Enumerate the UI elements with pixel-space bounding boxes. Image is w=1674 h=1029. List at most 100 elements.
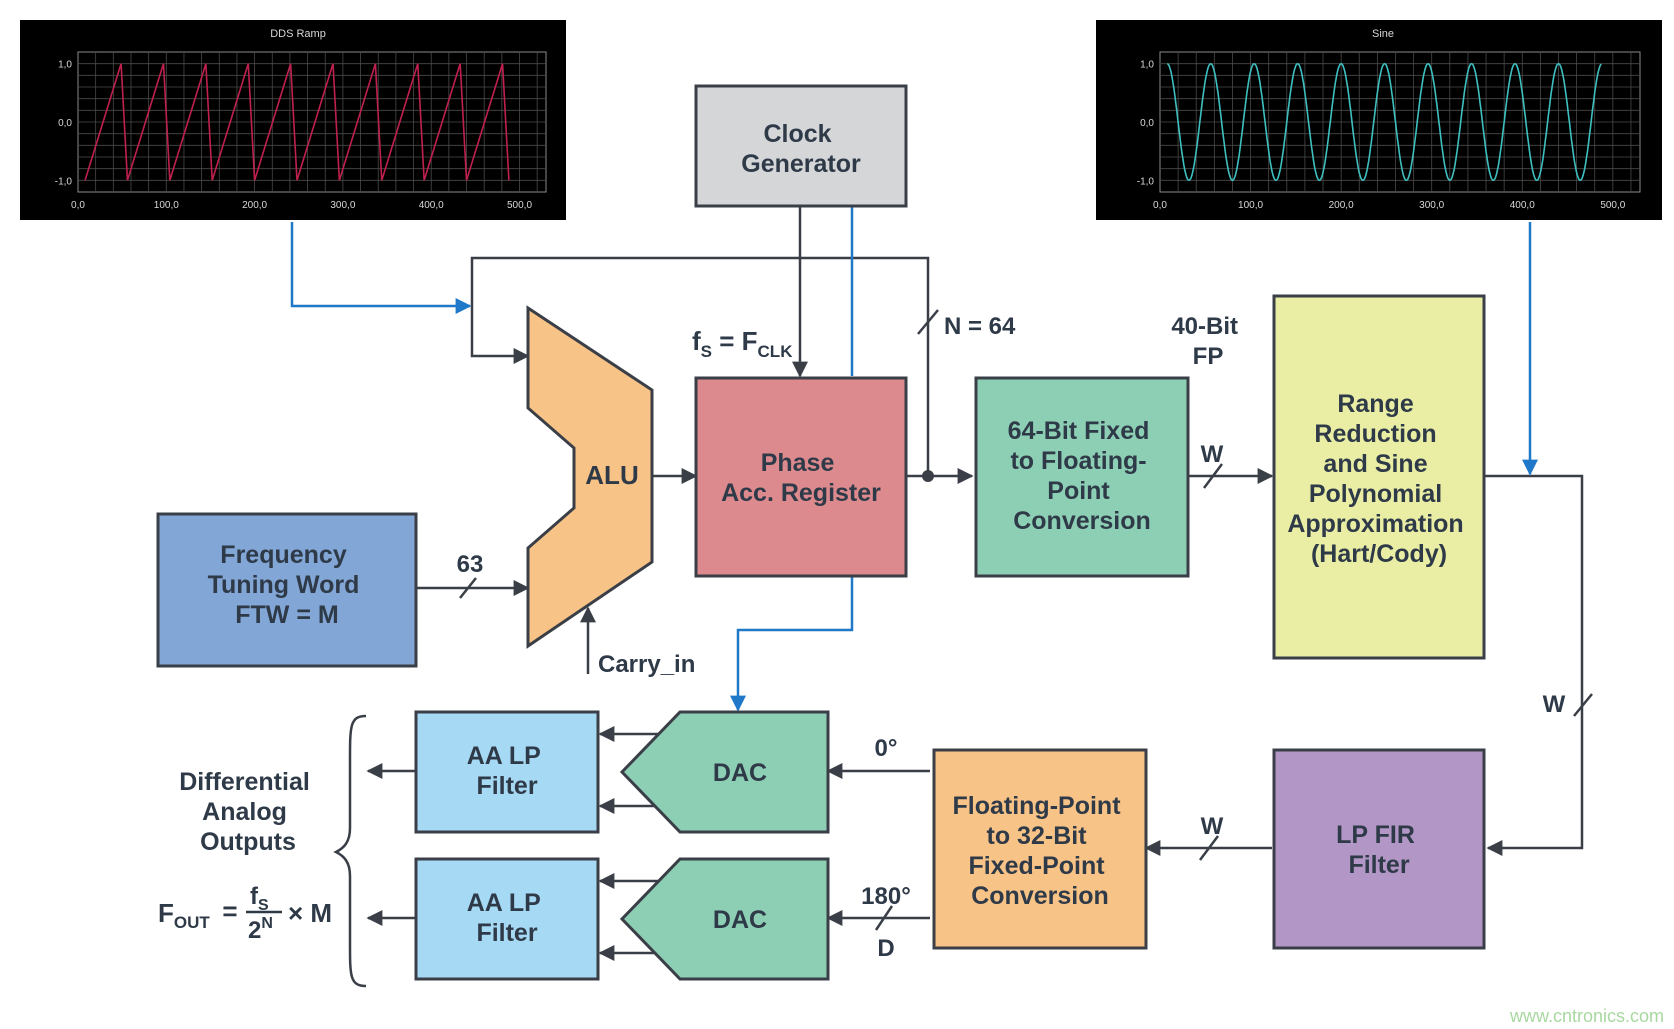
svg-text:fS: fS (250, 883, 269, 914)
aa-bottom-line-1: AA LP (467, 889, 541, 917)
slash-d (874, 905, 894, 931)
svg-text:Floating-Point to 32-Bit: Floating-Point to 32-Bit Fixed-Point Con… (953, 792, 1128, 910)
fs-f: f (692, 326, 701, 356)
fout-f: F (158, 898, 174, 928)
float-to-fixed-block: Floating-Point to 32-Bit Fixed-Point Con… (932, 748, 1148, 950)
slash-n64 (917, 309, 939, 335)
bus-slashes (459, 309, 1593, 931)
ramp-y-tick-label: 1,0 (58, 60, 72, 71)
alu-label: ALU (585, 460, 638, 490)
fixed-to-float-block: 64-Bit Fixed to Floating- Point Conversi… (974, 376, 1190, 578)
svg-text:40-Bit FP: 40-Bit FP (1171, 313, 1244, 370)
svg-text:Range Reduction an: Range Reduction and Sine Polynomial Appr… (1287, 390, 1470, 568)
flt-line-2: to 32-Bit (987, 822, 1088, 850)
phase-line-1: Phase (761, 449, 835, 477)
outputs-line-1: Differential (179, 768, 310, 796)
f2f-line-4: Conversion (1013, 507, 1151, 535)
fout-den: 2 (248, 917, 261, 944)
sine-y-tick-label: -1,0 (1137, 176, 1155, 187)
label-fp40-line-1: 40-Bit (1171, 313, 1238, 340)
flt-line-1: Floating-Point (953, 792, 1122, 820)
outputs-line-2: Analog (202, 798, 287, 826)
range-line-1: Range (1337, 390, 1414, 418)
label-fs-clk: fS = FCLK (692, 326, 793, 361)
aa-top-line-1: AA LP (467, 742, 541, 770)
svg-text:64-Bit Fixed to Floating: 64-Bit Fixed to Floating- Point Conversi… (1008, 417, 1157, 535)
aa-filter-top-block: AA LP Filter (414, 710, 600, 834)
label-0-deg: 0° (875, 735, 898, 762)
aa-filter-bottom-block: AA LP Filter (414, 857, 600, 981)
ftw-line-3: FTW = M (235, 601, 338, 629)
clock-line-2: Generator (741, 150, 861, 178)
ramp-x-tick-label: 100,0 (154, 200, 179, 211)
ramp-x-tick-label: 400,0 (419, 200, 444, 211)
sine-waveform (1166, 62, 1602, 182)
sine-chart-y-ticks: 1,00,0-1,0 (1137, 60, 1155, 188)
sine-x-tick-label: 400,0 (1510, 200, 1535, 211)
ftw-line-1: Frequency (220, 541, 347, 569)
sine-x-tick-label: 100,0 (1238, 200, 1263, 211)
ramp-x-tick-label: 300,0 (330, 200, 355, 211)
slash-w2 (1573, 693, 1593, 717)
aa-bottom-line-2: Filter (476, 919, 537, 947)
outputs-line-3: Outputs (200, 828, 296, 856)
svg-text:LP FIR Filter: LP FIR Filter (1336, 821, 1422, 879)
clock-line-1: Clock (763, 120, 831, 148)
sine-x-tick-label: 500,0 (1600, 200, 1625, 211)
svg-text:AA LP Filter: AA LP Filter (467, 889, 548, 947)
fir-filter-block: LP FIR Filter (1272, 748, 1486, 950)
alu-block: ALU (526, 305, 654, 649)
fout-den-sup: N (261, 915, 273, 932)
svg-text:2N: 2N (248, 915, 273, 944)
range-line-5: Approximation (1287, 510, 1463, 538)
sine-chart-title: Sine (1372, 28, 1394, 40)
svg-text:Clock Generator: Clock Generator (741, 120, 861, 178)
phase-accumulator-block: Phase Acc. Register (694, 376, 908, 578)
dac-bottom-block: DAC (619, 857, 830, 981)
range-line-2: Reduction (1314, 420, 1436, 448)
range-line-3: and Sine (1323, 450, 1427, 478)
fout-times: × M (288, 898, 332, 928)
dac-top-label: DAC (713, 759, 767, 787)
svg-text:FOUT: FOUT (158, 898, 210, 932)
ramp-waveform (84, 63, 510, 181)
slash-63 (459, 577, 477, 599)
dac-bottom-label: DAC (713, 906, 767, 934)
sine-x-tick-label: 200,0 (1329, 200, 1354, 211)
output-brace (333, 714, 367, 988)
label-180-deg: 180° (861, 883, 911, 910)
aa-top-line-2: Filter (476, 772, 537, 800)
watermark: www.cntronics.com (1509, 1006, 1664, 1026)
ftw-line-2: Tuning Word (208, 571, 360, 599)
range-line-4: Polynomial (1309, 480, 1442, 508)
fout-num-sub: S (258, 897, 269, 914)
phase-to-dac-wire (730, 576, 854, 712)
label-carry-in: Carry_in (598, 651, 695, 678)
ramp-to-alu-wire (290, 222, 472, 314)
fs-eq: = F (712, 326, 758, 356)
svg-text:Frequency Tuning Word: Frequency Tuning Word FTW = M (208, 541, 367, 629)
feedback-wire (470, 256, 930, 476)
clock-generator-block: Clock Generator (694, 84, 908, 208)
fs-clk-sub: CLK (758, 342, 794, 361)
fir-line-1: LP FIR (1336, 821, 1415, 849)
label-fp40-line-2: FP (1193, 343, 1224, 370)
sine-y-tick-label: 0,0 (1140, 118, 1154, 129)
ramp-chart-title: DDS Ramp (270, 28, 326, 40)
svg-text:Differential Analog Ou: Differential Analog Outputs (179, 768, 317, 856)
fout-eq: = (222, 896, 237, 926)
fir-line-2: Filter (1348, 851, 1409, 879)
sine-x-tick-label: 0,0 (1153, 200, 1167, 211)
flt-line-4: Conversion (971, 882, 1109, 910)
label-d: D (877, 935, 894, 962)
range-line-6: (Hart/Cody) (1311, 540, 1447, 568)
svg-text:Phase Acc. Register: Phase Acc. Register (721, 449, 881, 507)
ramp-y-tick-label: 0,0 (58, 118, 72, 129)
ramp-x-tick-label: 200,0 (242, 200, 267, 211)
svg-text:AA LP Filter: AA LP Filter (467, 742, 548, 800)
label-63: 63 (457, 551, 484, 578)
